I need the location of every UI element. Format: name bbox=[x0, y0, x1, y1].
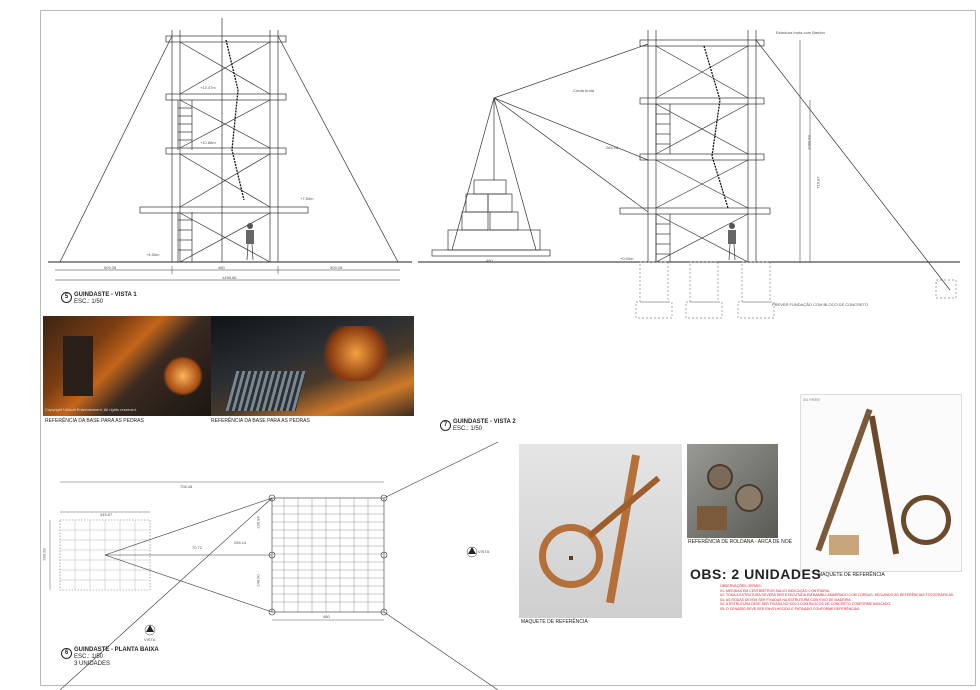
dim-v6-mid2: 70.72 bbox=[192, 545, 203, 550]
crane-model-photo bbox=[519, 444, 682, 618]
dim-v7-arm: 284.08 bbox=[606, 145, 619, 150]
level-5: +0.00m bbox=[620, 256, 634, 261]
view-6-title-text: GUINDASTE - PLANTA BAIXA bbox=[74, 647, 159, 653]
general-notes: OBSERVAÇÕES GERAIS: 01- MEDIDAS EM CENTÍ… bbox=[720, 584, 970, 612]
dim-v6-r2: 240.00 bbox=[255, 574, 261, 587]
dim-v7-h1: 1009.63 bbox=[806, 135, 812, 150]
pulley-caption: REFERÊNCIA DE ROLDANA - ARCA DE NOÉ bbox=[688, 539, 792, 545]
view-7-number: 7 bbox=[440, 420, 451, 431]
north-label-1: VISTA bbox=[144, 637, 156, 642]
v7-rope-note: Corda bruta bbox=[573, 88, 595, 93]
photo-caption-1: REFERÊNCIA DA BASE PARA AS PEDRAS bbox=[45, 418, 144, 424]
dim-total: 1498.56 bbox=[222, 275, 237, 280]
view-1-elevation bbox=[48, 18, 412, 281]
view-6-number: 6 bbox=[61, 648, 72, 659]
level-3: +7.84m bbox=[300, 196, 314, 201]
view-5-title-text: GUINDASTE - VISTA 1 bbox=[74, 292, 137, 298]
view-6-title: GUINDASTE - PLANTA BAIXA ESC.: 1/50 3 UN… bbox=[74, 647, 159, 668]
view-2-elevation bbox=[418, 30, 960, 319]
level-1: +13.47m bbox=[200, 85, 216, 90]
dim-right: 509.28 bbox=[330, 265, 343, 270]
dim-v6-mid1: 265.14 bbox=[234, 540, 247, 545]
view-6-scale: ESC.: 1/50 bbox=[74, 654, 104, 660]
view-7-scale: ESC.: 1/50 bbox=[453, 426, 483, 432]
photo-badge: 3D FREE bbox=[803, 397, 820, 402]
dim-v6-bottom: 480 bbox=[323, 614, 330, 619]
north-label-2: VISTA bbox=[478, 549, 490, 554]
view-5-number: 5 bbox=[61, 292, 72, 303]
note-line: 05- O CENÁRIO DEVE SER ENVELHECIDO E PAT… bbox=[720, 606, 861, 611]
view-6-note: 3 UNIDADES bbox=[74, 661, 111, 667]
dim-v6-r1: 239.94 bbox=[255, 516, 261, 529]
base-reference-photo-1: Copyright Ubisoft Entertainment. All rig… bbox=[43, 316, 211, 416]
note-line: OBSERVAÇÕES GERAIS: bbox=[720, 584, 762, 588]
dim-v7-h2: 716.87 bbox=[815, 176, 821, 189]
dim-v7-base: 480 bbox=[486, 258, 493, 263]
dim-center: 480 bbox=[218, 265, 225, 270]
plan-view bbox=[49, 441, 499, 690]
treadwheel-caption: MAQUETE DE REFERÊNCIA bbox=[818, 572, 885, 578]
view-7-title-text: GUINDASTE - VISTA 2 bbox=[453, 419, 516, 425]
note-line: 02- TODA A ESTRUTURA DEVERÁ SER EXECUTAD… bbox=[720, 593, 955, 598]
treadwheel-model-photo: 3D FREE bbox=[800, 394, 962, 572]
obs-units: OBS: 2 UNIDADES bbox=[690, 566, 822, 582]
pulley-reference-photo bbox=[687, 444, 778, 538]
model-caption: MAQUETE DE REFERÊNCIA bbox=[521, 619, 588, 625]
level-2: +10.88m bbox=[200, 140, 216, 145]
v7-structure-note: Estrutura bruta com Bambu bbox=[776, 30, 825, 35]
v7-foundation-note: PREVER FUNDAÇÃO COM BLOCO DE CONCRETO bbox=[772, 302, 869, 307]
view-5-scale: ESC.: 1/50 bbox=[74, 299, 104, 305]
dim-left: 509.28 bbox=[104, 265, 117, 270]
base-reference-photo-2 bbox=[211, 316, 414, 416]
dim-v6-side: 299.28 bbox=[41, 548, 47, 561]
level-4: +4.50m bbox=[146, 252, 160, 257]
dim-v6-left: 445.67 bbox=[100, 512, 113, 517]
photo-caption-2: REFERÊNCIA DA BASE PARA AS PEDRAS bbox=[211, 418, 310, 424]
photo-copyright: Copyright Ubisoft Entertainment. All rig… bbox=[45, 407, 137, 412]
dim-v6-top: 708.48 bbox=[180, 484, 193, 489]
view-7-title: GUINDASTE - VISTA 2 ESC.: 1/50 bbox=[453, 419, 516, 433]
note-line: 04- A ESTRUTURA DEVE SER FIXADA NO SOLO … bbox=[720, 602, 892, 607]
note-line: 01- MEDIDAS EM CENTÍMETROS SALVO INDICAÇ… bbox=[720, 588, 831, 593]
view-5-title: GUINDASTE - VISTA 1 ESC.: 1/50 bbox=[74, 292, 137, 306]
sheet-border bbox=[40, 10, 976, 686]
note-line: 03- AS RODAS DEVEM SER FIXADAS NA ESTRUT… bbox=[720, 597, 852, 602]
